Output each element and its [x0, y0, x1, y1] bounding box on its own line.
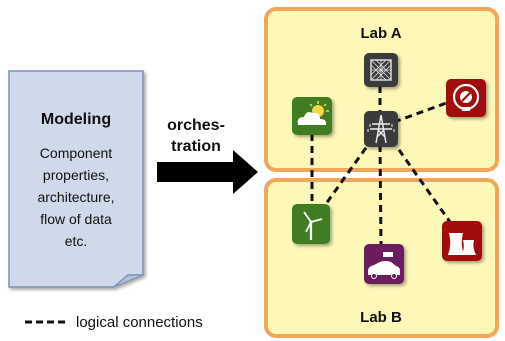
wind-turbine-icon [292, 204, 330, 244]
modeling-line: properties, [43, 167, 109, 183]
modeling-line: Component [40, 145, 112, 161]
modeling-line: flow of data [40, 211, 112, 227]
modeling-line: architecture, [37, 189, 114, 205]
cooling-tower-icon [442, 221, 482, 261]
connections [310, 86, 453, 247]
modeling-line: etc. [65, 233, 88, 249]
solar-panel-icon [364, 53, 398, 87]
modeling-document [8, 70, 144, 288]
legend-label: logical connections [76, 314, 203, 331]
transmission-tower-icon [364, 111, 398, 147]
orchestration-arrow [157, 150, 258, 194]
modeling-title: Modeling [41, 111, 111, 128]
power-plant-icon [446, 79, 486, 117]
orchestration-label-1: orches- [167, 117, 225, 134]
legend: logical connections [25, 314, 203, 331]
weather-sun-cloud-icon [292, 97, 332, 135]
orchestration-label-2: tration [171, 138, 221, 155]
lab-b-label: Lab B [360, 309, 402, 326]
electric-car-icon [364, 244, 404, 284]
lab-a-label: Lab A [360, 25, 401, 42]
